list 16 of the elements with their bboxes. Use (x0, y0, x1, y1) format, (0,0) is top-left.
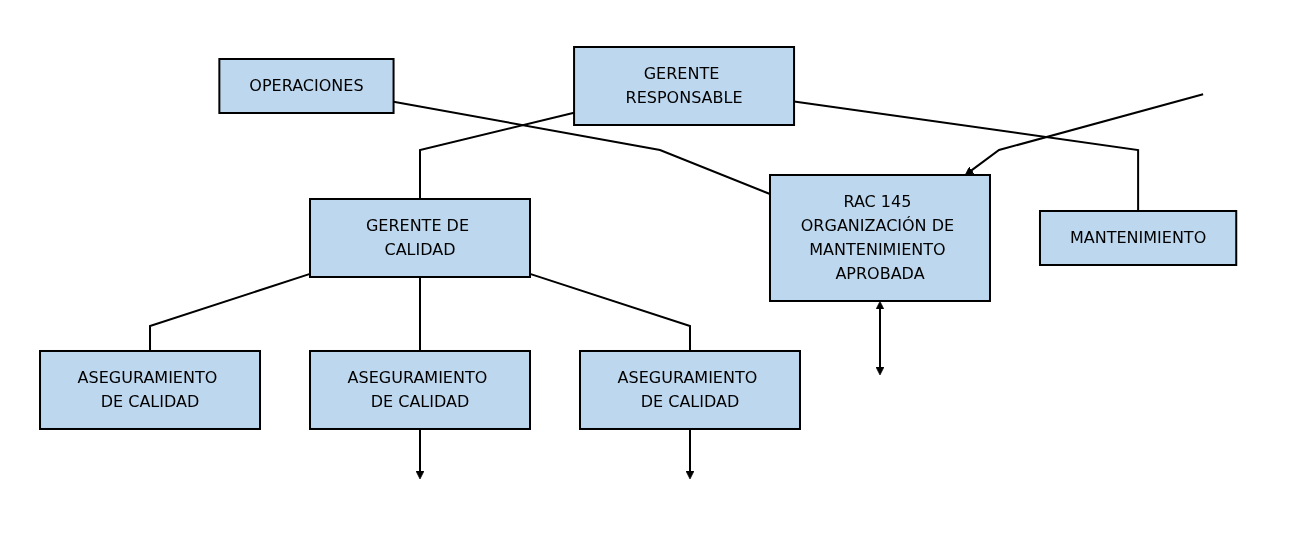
node-box: MANTENIMIENTO (1038, 210, 1238, 266)
node-box: ASEGURAMIENTO DE CALIDAD (38, 350, 261, 430)
connector (148, 272, 311, 352)
node-box: GERENTE DE CALIDAD (308, 198, 531, 278)
node-box: OPERACIONES (218, 58, 395, 114)
connector (418, 111, 575, 200)
arrow (415, 428, 425, 480)
arrow (964, 93, 1205, 176)
node-box: ASEGURAMIENTO DE CALIDAD (578, 350, 801, 430)
arrow (685, 428, 695, 480)
arrow (875, 301, 885, 376)
connector (418, 276, 421, 352)
node-box: ASEGURAMIENTO DE CALIDAD (308, 350, 531, 430)
node-box: RAC 145 ORGANIZACIÓN DE MANTENIMIENTO APROBADA (768, 174, 991, 302)
node-box: GERENTE RESPONSABLE (573, 46, 795, 126)
connector (528, 272, 691, 352)
